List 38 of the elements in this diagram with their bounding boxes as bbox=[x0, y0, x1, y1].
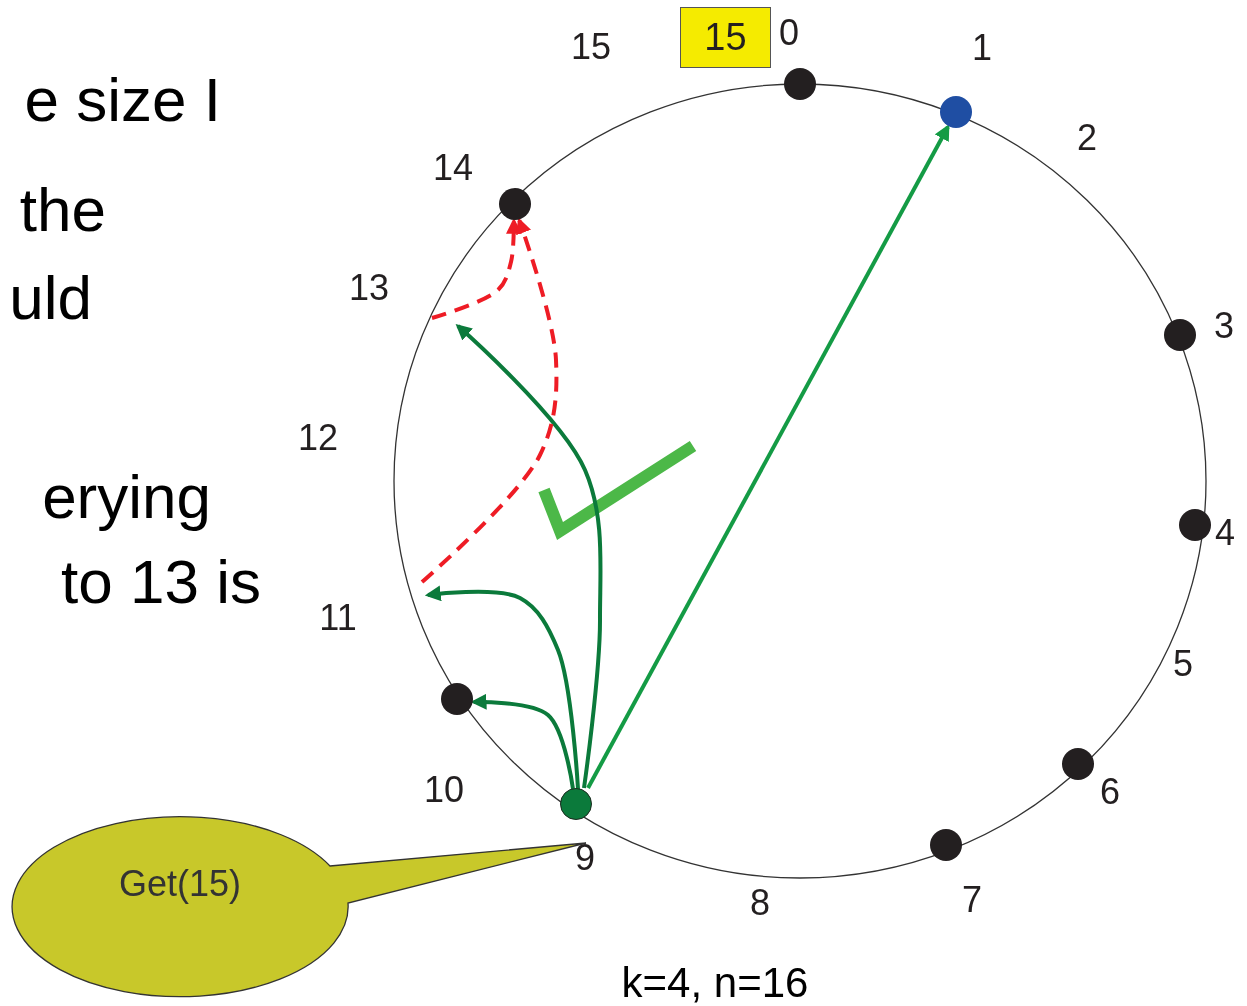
node-dot bbox=[930, 829, 962, 861]
position-number: 6 bbox=[1100, 774, 1120, 810]
arrow bbox=[586, 124, 950, 789]
node-dot bbox=[1062, 748, 1094, 780]
position-number: 13 bbox=[349, 270, 389, 306]
position-number: 15 bbox=[571, 29, 611, 65]
position-number: 14 bbox=[433, 150, 473, 186]
slide-text: to 13 is bbox=[61, 551, 261, 613]
position-number: 0 bbox=[779, 15, 799, 51]
slide-text: the bbox=[19, 179, 106, 241]
node-dot bbox=[940, 96, 972, 128]
node-dot bbox=[499, 188, 531, 220]
slide-text: uld bbox=[9, 267, 92, 329]
position-number: 5 bbox=[1173, 646, 1193, 682]
callout-text: Get(15) bbox=[117, 863, 242, 905]
arrow bbox=[431, 217, 522, 320]
arrow bbox=[455, 323, 603, 789]
position-number: 3 bbox=[1214, 308, 1234, 344]
caption: k=4, n=16 bbox=[621, 959, 809, 1006]
node-dot bbox=[441, 683, 473, 715]
box-label: 15 bbox=[704, 16, 747, 59]
position-number: 4 bbox=[1215, 515, 1235, 551]
highlight-box bbox=[680, 7, 771, 68]
node-dot bbox=[1179, 509, 1211, 541]
position-number: 9 bbox=[575, 840, 595, 876]
arrow bbox=[420, 217, 559, 584]
position-number: 10 bbox=[424, 772, 464, 808]
arrow bbox=[424, 585, 580, 790]
node-dot bbox=[1164, 319, 1196, 351]
position-number: 12 bbox=[298, 420, 338, 456]
position-number: 8 bbox=[750, 885, 770, 921]
position-number: 11 bbox=[319, 600, 357, 636]
position-number: 1 bbox=[972, 30, 992, 66]
slide-text: e size I bbox=[24, 69, 221, 131]
node-dot bbox=[560, 788, 592, 820]
position-number: 7 bbox=[962, 882, 982, 918]
position-number: 2 bbox=[1077, 120, 1097, 156]
node-dot bbox=[784, 68, 816, 100]
